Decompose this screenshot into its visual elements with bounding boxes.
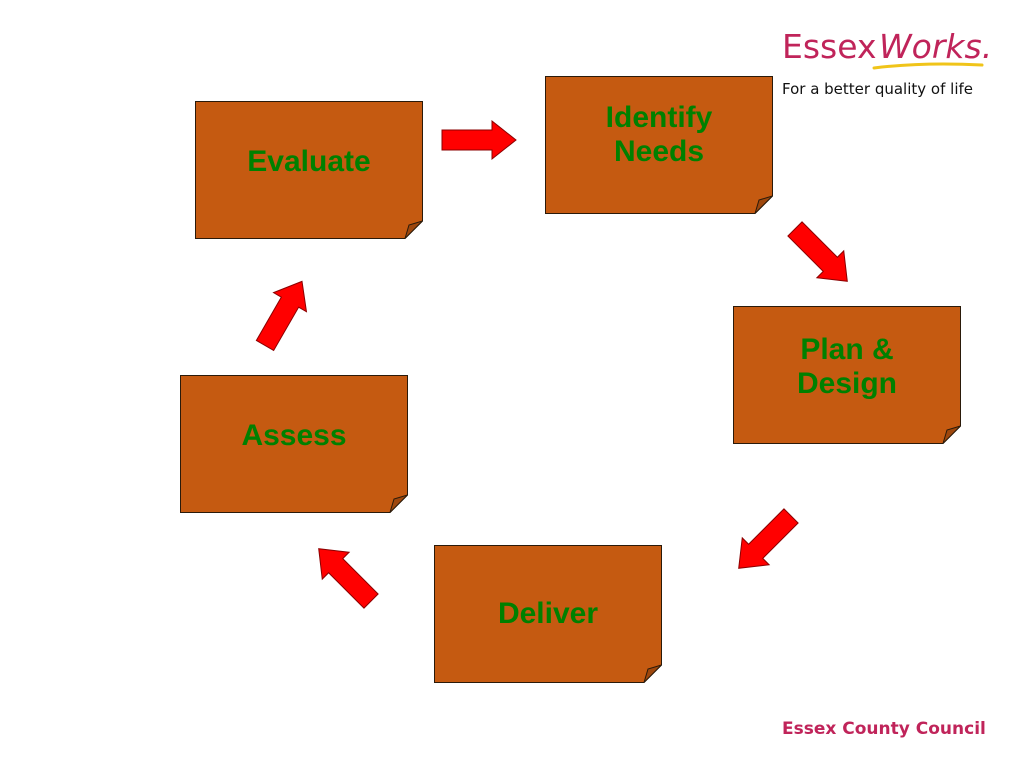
note-shape	[434, 545, 662, 683]
arrow-shape	[787, 221, 848, 282]
arrow-plan-to-deliver	[738, 508, 799, 569]
step-label: Deliver	[497, 597, 599, 630]
note-fold	[389, 494, 408, 513]
arrow-shape	[441, 119, 517, 161]
step-label: Evaluate	[247, 145, 371, 178]
note-fold	[754, 195, 773, 214]
note-shape	[545, 76, 773, 214]
note-shape	[180, 375, 408, 513]
arrow-shape	[255, 280, 308, 352]
arrow-identify-to-plan	[787, 221, 848, 282]
arrow-evaluate-to-identify	[441, 119, 517, 161]
step-label: Assess	[241, 419, 347, 452]
logo-underline-swoosh	[872, 62, 984, 70]
step-box-deliver: Deliver	[434, 545, 662, 683]
step-box-identify-needs: Identify Needs	[545, 76, 773, 214]
essexworks-logo: Essex Works.	[782, 27, 992, 70]
note-shape	[195, 101, 423, 239]
arrow-shape	[318, 548, 379, 609]
logo-wordmark-works: Works.	[879, 27, 992, 66]
logo-wordmark-essex: Essex	[782, 27, 877, 66]
step-box-evaluate: Evaluate	[195, 101, 423, 239]
step-box-assess: Assess	[180, 375, 408, 513]
arrow-deliver-to-assess	[318, 548, 379, 609]
note-fold	[404, 220, 423, 239]
note-fold	[942, 425, 961, 444]
arrow-assess-to-evaluate	[255, 280, 308, 352]
logo-tagline: For a better quality of life	[782, 80, 973, 98]
step-label: Identify Needs	[605, 101, 713, 168]
organisation-name: Essex County Council	[782, 719, 986, 739]
step-box-plan-design: Plan & Design	[733, 306, 961, 444]
arrow-shape	[738, 508, 799, 569]
note-fold	[643, 664, 662, 683]
note-shape	[733, 306, 961, 444]
step-label: Plan & Design	[796, 333, 898, 400]
